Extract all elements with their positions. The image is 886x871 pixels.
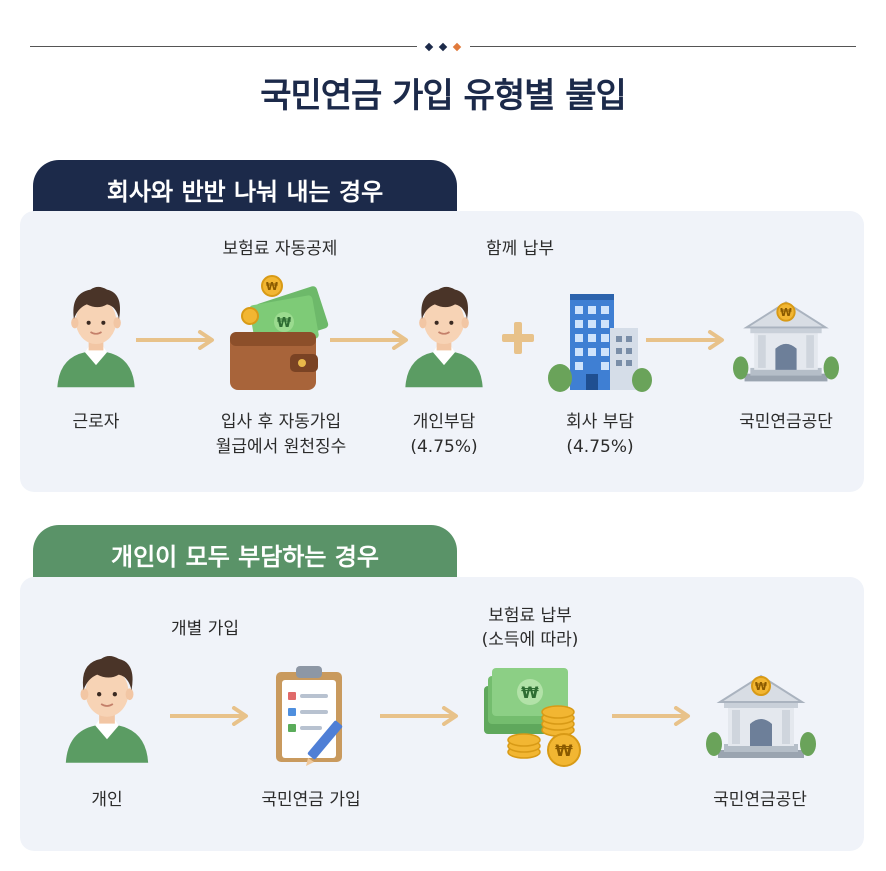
personal-share-rate: (4.75%) [410,437,478,457]
worker-label: 근로자 [72,412,120,432]
top-divider-left [30,46,417,47]
money-coins-icon: ₩ ₩ [484,668,581,767]
wallet-money-icon: ₩ ₩ [230,275,329,390]
auto-deduction-label: 보험료 자동공제 [222,239,338,259]
premium-payment-note: (소득에 따라) [481,630,579,650]
worker-icon [398,272,490,392]
arrow-right-icon [170,706,250,726]
svg-text:₩: ₩ [521,683,539,702]
clipboard-icon [276,666,343,766]
auto-join-label-line1: 입사 후 자동가입 [220,412,342,432]
nps-label: 국민연금공단 [713,790,807,810]
auto-join-label-line2: 월급에서 원천징수 [215,437,347,457]
top-divider-right [470,46,856,47]
arrow-right-icon [136,330,216,350]
premium-payment-label: 보험료 납부 [488,606,572,626]
company-share-rate: (4.75%) [566,437,634,457]
section2-tab: 개인이 모두 부담하는 경우 [33,525,457,577]
page-title: 국민연금 가입 유형별 불입 [260,76,627,116]
svg-text:₩: ₩ [266,280,278,293]
company-share-label: 회사 부담 [566,412,634,432]
individual-join-label: 개별 가입 [171,619,239,639]
arrow-right-icon [646,330,726,350]
individual-label: 개인 [91,790,123,810]
header-dots-ornament [424,42,464,52]
arrow-right-icon [380,706,460,726]
plus-icon [502,322,534,354]
svg-text:₩: ₩ [277,316,292,331]
pay-together-label: 함께 납부 [486,239,554,259]
arrow-right-icon [612,706,692,726]
nps-label: 국민연금공단 [739,412,833,432]
nps-join-label: 국민연금 가입 [261,790,361,810]
nps-building-icon [706,664,816,764]
section1-tab: 회사와 반반 나눠 내는 경우 [33,160,457,212]
person-icon [58,640,156,768]
nps-building-icon [733,290,839,388]
svg-text:₩: ₩ [555,741,573,760]
company-building-icon [548,294,652,392]
personal-share-label: 개인부담 [412,412,476,432]
worker-icon [50,272,142,392]
